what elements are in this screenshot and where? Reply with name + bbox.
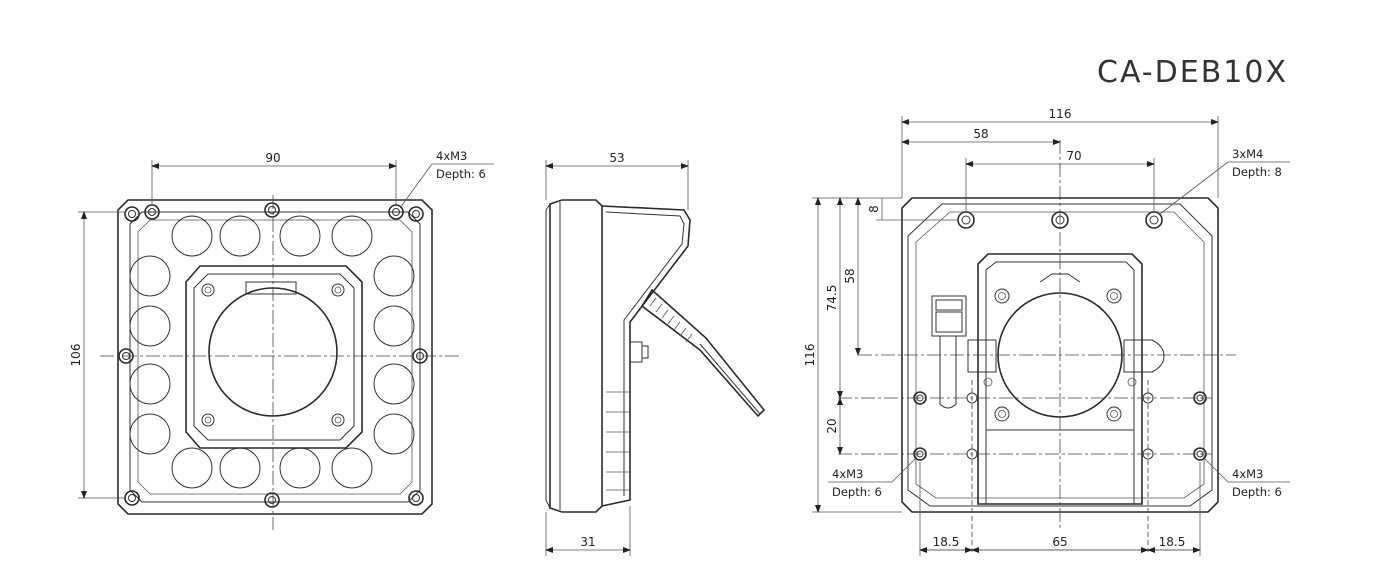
rear-height-58-dim: 58 <box>843 268 857 283</box>
rear-top-offset-dim: 8 <box>867 205 881 213</box>
rear-bottom-left-dim: 18.5 <box>933 535 960 549</box>
rear-top-callout-depth: Depth: 8 <box>1232 165 1282 179</box>
front-width-dim: 90 <box>265 151 280 165</box>
led-circle <box>373 305 415 347</box>
rear-left-callout-depth: Depth: 6 <box>832 485 882 499</box>
led-circle <box>171 447 213 489</box>
led-circle <box>279 215 321 257</box>
window-screws <box>201 283 345 427</box>
rear-overall-height-dim: 116 <box>803 344 817 367</box>
rear-height-74-5-dim: 74.5 <box>825 285 839 312</box>
rear-bottom-right-dim: 18.5 <box>1159 535 1186 549</box>
led-circle <box>129 363 171 405</box>
model-title: CA-DEB10X <box>1097 55 1288 90</box>
front-hole-callout-qty: 4xM3 <box>436 149 467 163</box>
side-bottom-dim: 31 <box>580 535 595 549</box>
rear-left-callout-qty: 4xM3 <box>832 467 863 481</box>
led-circle <box>129 255 171 297</box>
led-circle <box>219 215 261 257</box>
rear-top-callout-qty: 3xM4 <box>1232 147 1263 161</box>
rear-bottom-center-dim: 65 <box>1052 535 1067 549</box>
led-circle <box>331 215 373 257</box>
front-height-dim: 106 <box>69 344 83 367</box>
rear-overall-width-dim: 116 <box>1049 107 1072 121</box>
front-hole-callout-depth: Depth: 6 <box>436 167 486 181</box>
rear-half-width-dim: 58 <box>973 127 988 141</box>
led-circle <box>331 447 373 489</box>
bracket-screws <box>983 288 1137 422</box>
rear-right-callout-qty: 4xM3 <box>1232 467 1263 481</box>
side-view: 53 31 <box>545 151 766 556</box>
led-circle <box>279 447 321 489</box>
front-view: 90 106 4xM3 Depth: 6 <box>69 149 494 530</box>
led-circle <box>129 305 171 347</box>
led-circle <box>373 413 415 455</box>
rear-hole-pitch-dim: 70 <box>1066 149 1081 163</box>
led-circle <box>373 363 415 405</box>
side-top-dim: 53 <box>609 151 624 165</box>
led-array <box>129 215 415 489</box>
rear-view: 116 58 70 116 74.5 58 8 20 3xM4 Depth: 8 <box>803 107 1290 556</box>
led-circle <box>219 447 261 489</box>
led-circle <box>373 255 415 297</box>
led-circle <box>171 215 213 257</box>
rear-lower-hole-dim: 20 <box>825 418 839 433</box>
rear-right-callout-depth: Depth: 6 <box>1232 485 1282 499</box>
led-circle <box>129 413 171 455</box>
